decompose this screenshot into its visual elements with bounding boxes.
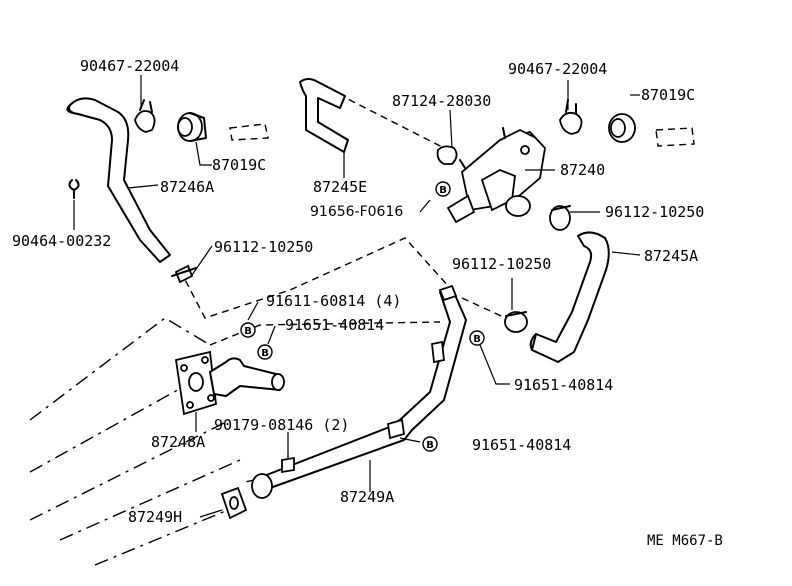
label-clamp-right: 96112-10250 (605, 203, 704, 221)
label-gasket-87249H: 87249H (128, 508, 182, 526)
b-marker-91651-b: B (469, 330, 485, 346)
label-pipe-87249A: 87249A (340, 488, 394, 506)
b-marker-91651-c: B (422, 436, 438, 452)
leader-lines (73, 75, 641, 518)
dash-center-frame (179, 237, 451, 319)
label-stud-90179: 90179-08146 (2) (214, 416, 349, 434)
label-bolt-91651-c: 91651-40814 (472, 436, 571, 454)
engine-outline-upper (29, 317, 211, 421)
label-bolt-91651-b: 91651-40814 (514, 376, 613, 394)
hose-87246A (66, 97, 171, 263)
pipe-87249A (251, 284, 467, 499)
dash-to-clamp (461, 297, 511, 321)
engine-outline-mid (29, 371, 211, 473)
engine-outline-top (209, 321, 441, 346)
label-hose-87245E: 87245E (313, 178, 367, 196)
clamp-right-icon (549, 205, 571, 231)
screw-87124-icon (436, 145, 458, 165)
label-clip-right: 90467-22004 (508, 60, 607, 78)
clamp-center-icon (171, 264, 197, 284)
label-hose-87246A: 87246A (160, 178, 214, 196)
label-pipe-87248A: 87248A (151, 433, 205, 451)
b-marker-91651-a: B (257, 344, 273, 360)
label-clamp-center: 96112-10250 (214, 238, 313, 256)
dash-hose-to-valve (337, 93, 449, 151)
grommet-left-icon (177, 112, 207, 142)
hose-87245A (529, 231, 610, 363)
label-grommet-right: 87019C (641, 86, 695, 104)
b-marker-91611: B (240, 322, 256, 338)
clip-90464-icon (68, 179, 80, 199)
phantom-lines (29, 93, 511, 566)
gasket-87249H-icon (220, 486, 248, 520)
engine-outline-low (29, 419, 231, 521)
part-labels: 90467-22004 90467-22004 87019C 87124-280… (12, 57, 723, 549)
label-grommet-left: 87019C (212, 156, 266, 174)
svg-text:B: B (439, 185, 447, 196)
label-bolt-91611: 91611-60814 (4) (266, 292, 401, 310)
water-valve-87240 (446, 127, 546, 224)
reference-code: ME M667-B (647, 533, 723, 549)
phantom-clip-right (655, 127, 695, 147)
pipe-87248A (174, 350, 285, 416)
clip-right-icon (559, 99, 583, 135)
clamp-lower-icon (504, 311, 528, 333)
engine-outline-low2 (59, 459, 241, 541)
label-clip-left: 90467-22004 (80, 57, 179, 75)
label-clip-small: 90464-00232 (12, 232, 111, 250)
label-valve-screw: 87124-28030 (392, 92, 491, 110)
hose-87245E (299, 78, 349, 153)
label-clamp-lower: 96112-10250 (452, 255, 551, 273)
label-hose-87245A: 87245A (644, 247, 698, 265)
label-valve: 87240 (560, 161, 605, 179)
b-marker-valve: B (435, 181, 451, 197)
svg-text:B: B (261, 348, 269, 359)
stud-90179-icon (281, 456, 295, 474)
grommet-right-icon (608, 113, 636, 143)
svg-text:B: B (244, 326, 252, 337)
svg-text:B: B (473, 334, 481, 345)
clip-left-icon (134, 99, 156, 133)
label-bolt-91656: 91656-F0616 (310, 204, 403, 220)
b-markers: B B B B B (240, 181, 485, 452)
label-bolt-91651-a: 91651-40814 (285, 316, 384, 334)
svg-text:B: B (426, 440, 434, 451)
engine-outline-bottom (94, 504, 241, 566)
phantom-clip-left (229, 123, 269, 141)
